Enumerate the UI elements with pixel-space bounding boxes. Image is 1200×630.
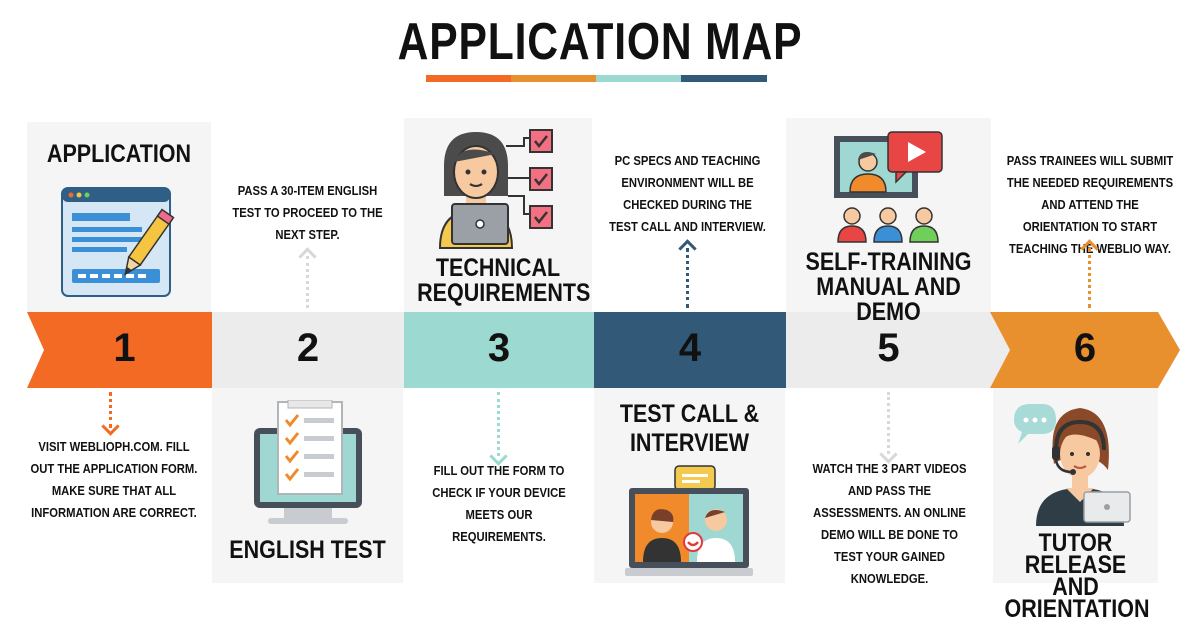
step-5-heading: SELF-TRAINING MANUAL AND DEMO — [805, 248, 972, 326]
browser-pencil-icon — [61, 187, 175, 297]
step-1-heading: APPLICATION — [46, 140, 192, 168]
step-1-number: 1 — [113, 326, 136, 370]
step-4-description: PC SPECS AND TEACHING ENVIRONMENT WILL B… — [609, 154, 766, 234]
timeline-segment-1 — [27, 312, 212, 388]
step-4-arrow-icon — [678, 239, 697, 258]
timeline-segment-4 — [594, 312, 786, 388]
step-4-number: 4 — [678, 326, 702, 370]
step-1-description: VISIT WEBLIOPH.COM. FILL OUT THE APPLICA… — [30, 440, 198, 520]
step-4-connector — [686, 248, 689, 308]
step-3-connector — [497, 392, 500, 456]
step-2-connector — [306, 256, 309, 308]
step-2-description: PASS A 30-ITEM ENGLISH TEST TO PROCEED T… — [232, 184, 383, 242]
step-2-arrow-icon — [298, 247, 317, 266]
step-5-number: 5 — [877, 326, 900, 370]
step-4-heading: TEST CALL & INTERVIEW — [619, 400, 760, 457]
step-2-number: 2 — [296, 326, 320, 370]
headset-tutor-icon — [1014, 404, 1131, 526]
step-2-heading: ENGLISH TEST — [229, 536, 386, 564]
title-underline-teal — [596, 75, 681, 82]
step-3-heading: TECHNICAL REQUIREMENTS — [417, 254, 591, 307]
timeline-gray-segment-5 — [786, 312, 1010, 388]
step-6-heading: TUTOR RELEASE AND ORIENTATION — [1004, 529, 1150, 623]
step-6-number: 6 — [1073, 326, 1097, 370]
step-1-arrow-icon — [101, 417, 120, 436]
title-underline-orange — [426, 75, 511, 82]
timeline-segment-6 — [990, 312, 1180, 388]
title-underline-navy — [681, 75, 767, 82]
checklist-monitor-icon — [254, 400, 362, 524]
step-3-description: FILL OUT THE FORM TO CHECK IF YOUR DEVIC… — [432, 464, 566, 544]
title-underline-amber — [511, 75, 596, 82]
timeline-band — [27, 312, 1180, 388]
page-title: APPLICATION MAP — [397, 13, 803, 71]
timeline-segment-3 — [404, 312, 594, 388]
step-5-connector — [887, 392, 890, 454]
video-call-icon — [625, 465, 753, 576]
step-5-description: WATCH THE 3 PART VIDEOS AND PASS THE ASS… — [812, 462, 967, 586]
person-laptop-checklist-icon — [438, 129, 553, 249]
step-1-connector — [109, 392, 112, 428]
presentation-audience-icon — [834, 131, 943, 243]
step-3-number: 3 — [487, 326, 511, 370]
step-6-connector — [1088, 248, 1091, 308]
